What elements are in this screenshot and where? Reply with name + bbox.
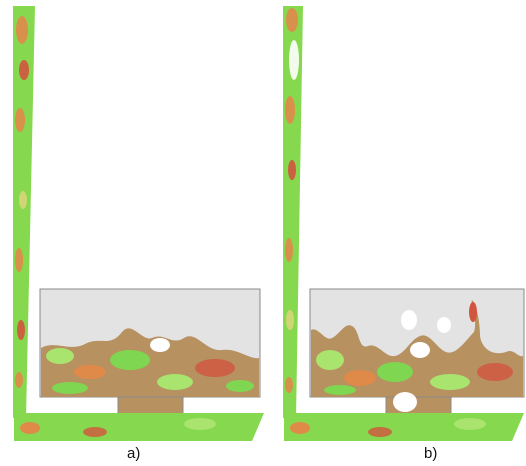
panel-a-base	[14, 413, 264, 441]
panel-a	[13, 6, 264, 441]
panel-a-caption: a)	[127, 445, 141, 462]
panel-b-base-spots	[290, 418, 486, 437]
panel-a-bed	[41, 328, 259, 397]
panel-b	[283, 6, 525, 441]
panel-b-wall-spots	[285, 8, 299, 393]
panel-b-caption: b)	[424, 445, 438, 462]
panel-a-outlet	[117, 396, 184, 416]
panel-b-base	[284, 413, 524, 441]
panel-a-base-spots	[20, 418, 216, 437]
panel-a-wall-spots	[15, 16, 29, 388]
panel-b-bed-texture	[316, 302, 513, 395]
panel-b-outlet-bubble	[393, 392, 417, 412]
panel-a-bed-texture	[46, 338, 254, 394]
